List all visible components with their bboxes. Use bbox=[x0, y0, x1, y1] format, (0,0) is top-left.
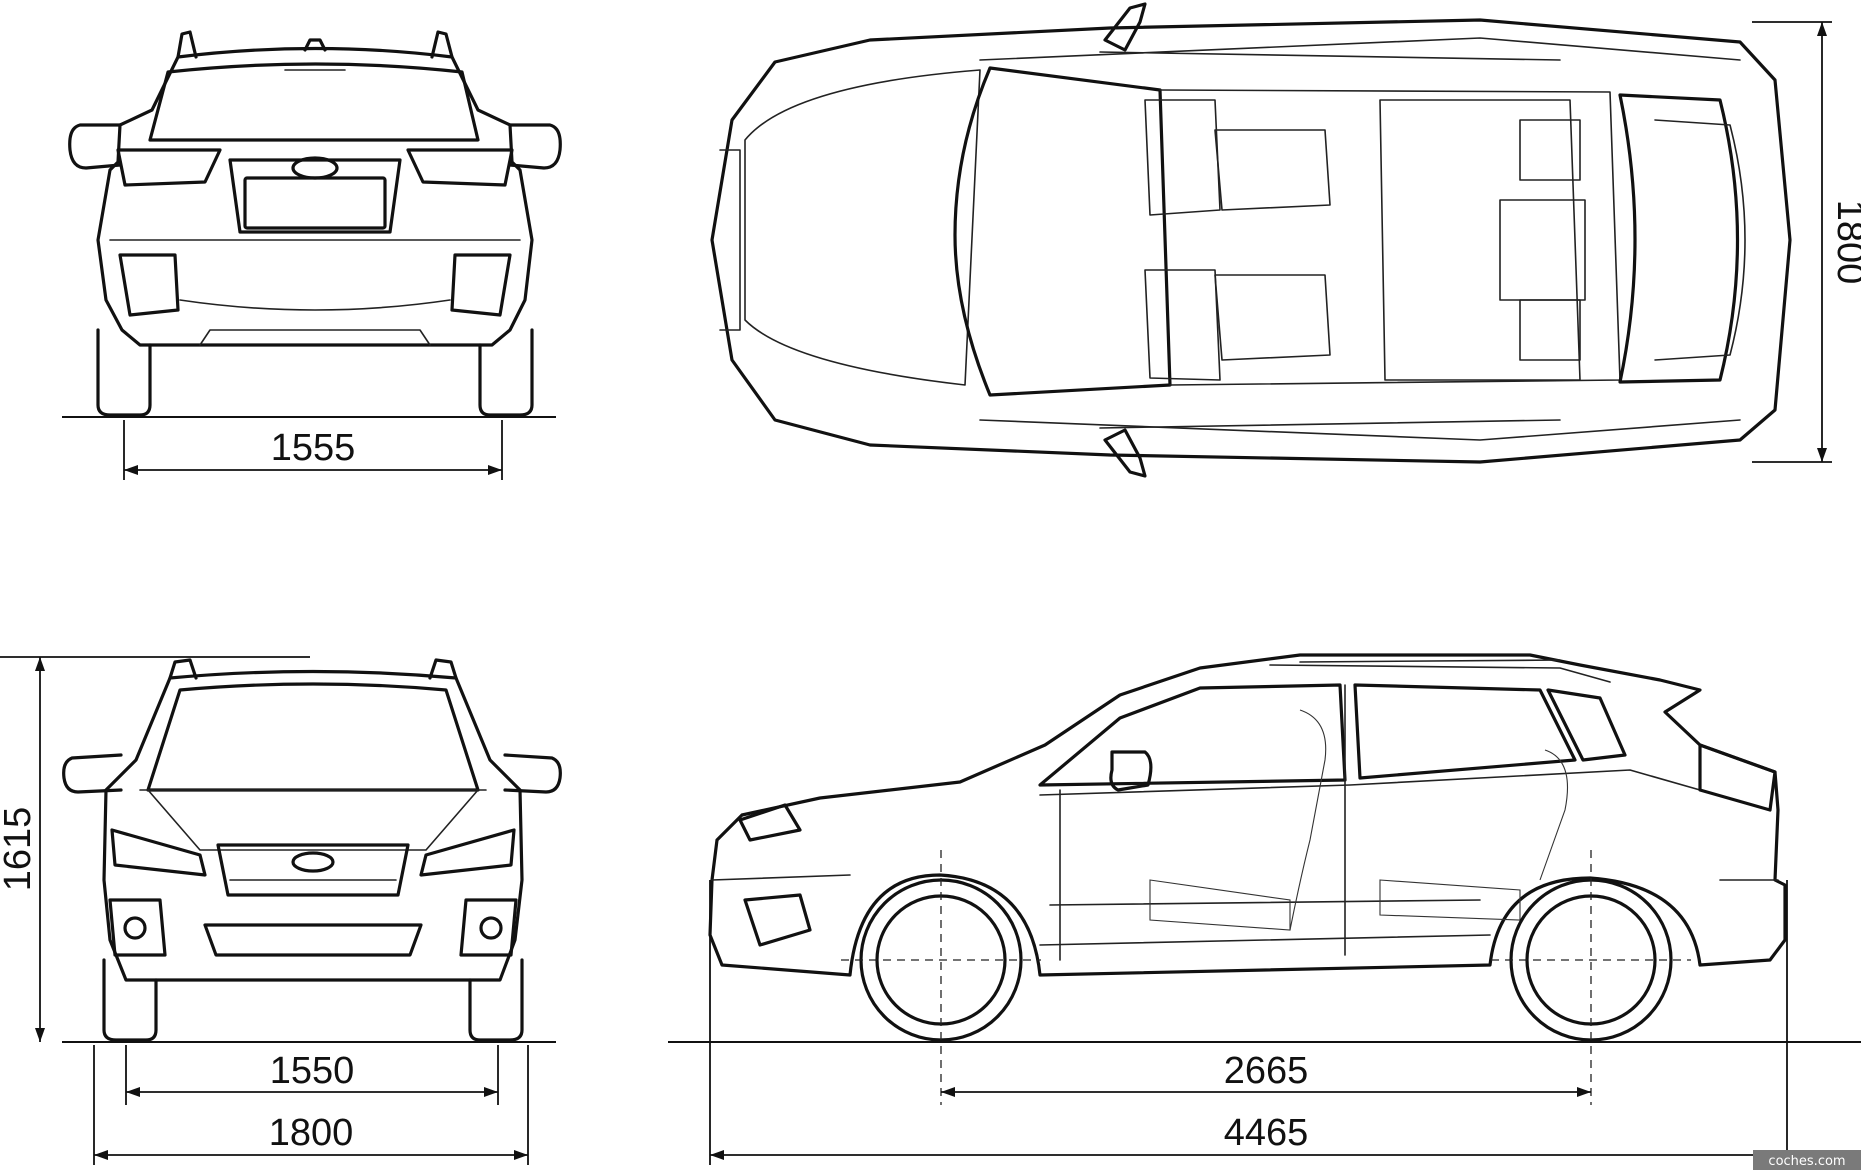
front-view: 1615 1550 1800 bbox=[0, 656, 562, 1165]
top-width-label: 1800 bbox=[1829, 200, 1861, 285]
side-view: 2665 4465 bbox=[668, 653, 1861, 1165]
height-label: 1615 bbox=[0, 807, 39, 892]
front-width-label: 1800 bbox=[269, 1112, 354, 1154]
watermark-badge bbox=[1753, 1150, 1861, 1170]
wheelbase-label: 2665 bbox=[1224, 1050, 1309, 1092]
length-label: 4465 bbox=[1224, 1112, 1309, 1154]
rear-track-label: 1555 bbox=[271, 427, 356, 469]
top-view: 1800 bbox=[710, 2, 1861, 478]
watermark: coches.com bbox=[1768, 1154, 1845, 1169]
rear-view: 1555 bbox=[62, 30, 562, 480]
front-track-label: 1550 bbox=[270, 1050, 355, 1092]
